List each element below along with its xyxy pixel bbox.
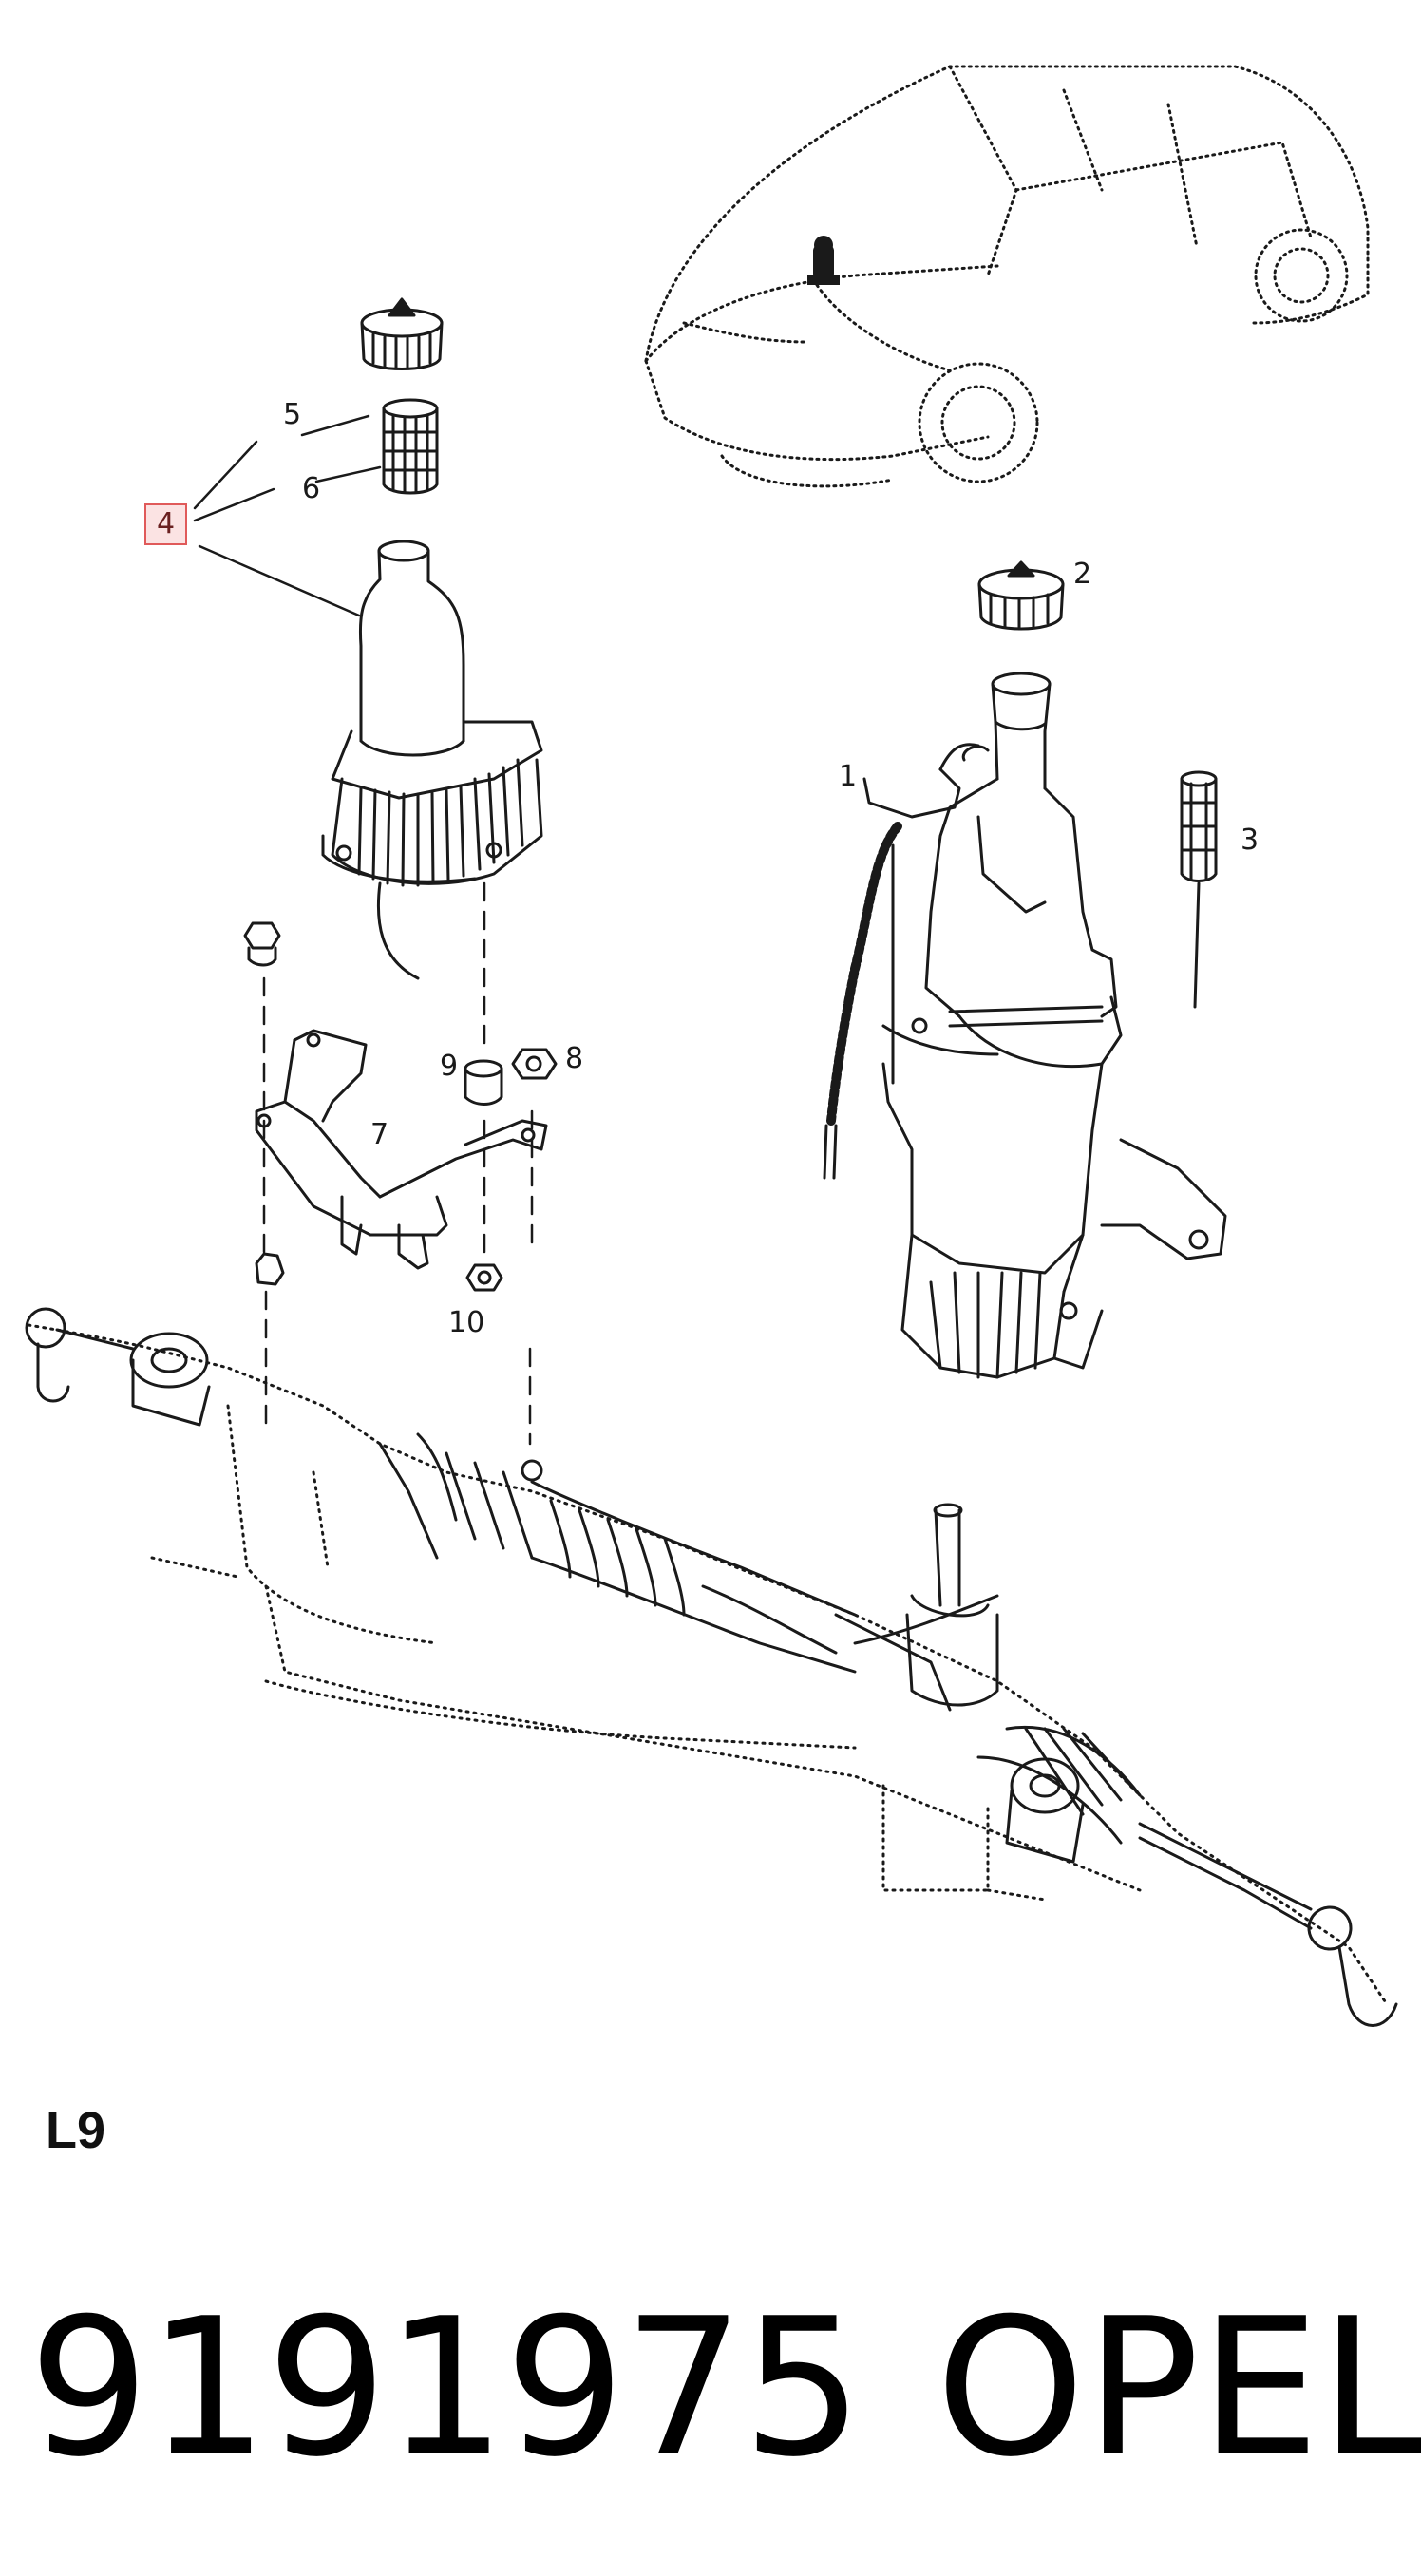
part-3-dipstick <box>1180 770 1218 1009</box>
callout-3: 3 <box>1241 824 1260 857</box>
part-4-pump-reservoir <box>321 540 543 980</box>
sheet-code: L9 <box>46 2102 106 2159</box>
callout-6: 6 <box>302 472 321 505</box>
assembly-dash-lines <box>262 881 534 1446</box>
part-6-filter <box>382 398 439 495</box>
leader-lines-4-5-6 <box>193 414 382 617</box>
callout-10: 10 <box>448 1306 485 1339</box>
callout-1: 1 <box>839 760 858 793</box>
stud-nut-upper <box>243 921 281 967</box>
part-number: 9191975 <box>28 2278 863 2499</box>
reservoir-location-marker <box>807 236 840 285</box>
car-illustration <box>644 65 1370 488</box>
steering-rack-assembly <box>25 1307 1398 2027</box>
callout-8: 8 <box>565 1042 584 1075</box>
callout-5: 5 <box>283 398 302 431</box>
part-8-nut <box>511 1048 558 1080</box>
part-5-cap <box>360 297 444 370</box>
callout-7: 7 <box>370 1118 389 1151</box>
brand-name: OPEL <box>936 2278 1421 2499</box>
part-2-cap <box>977 560 1065 631</box>
callout-2: 2 <box>1073 558 1092 591</box>
callout-9: 9 <box>440 1050 459 1083</box>
part-7-bracket <box>255 1029 548 1270</box>
part-10-nut <box>465 1263 503 1292</box>
callout-4-highlighted[interactable]: 4 <box>144 503 188 545</box>
part-9-nut <box>464 1059 503 1106</box>
part-1-reservoir <box>823 672 1227 1379</box>
stud-nut-lower <box>255 1252 285 1286</box>
